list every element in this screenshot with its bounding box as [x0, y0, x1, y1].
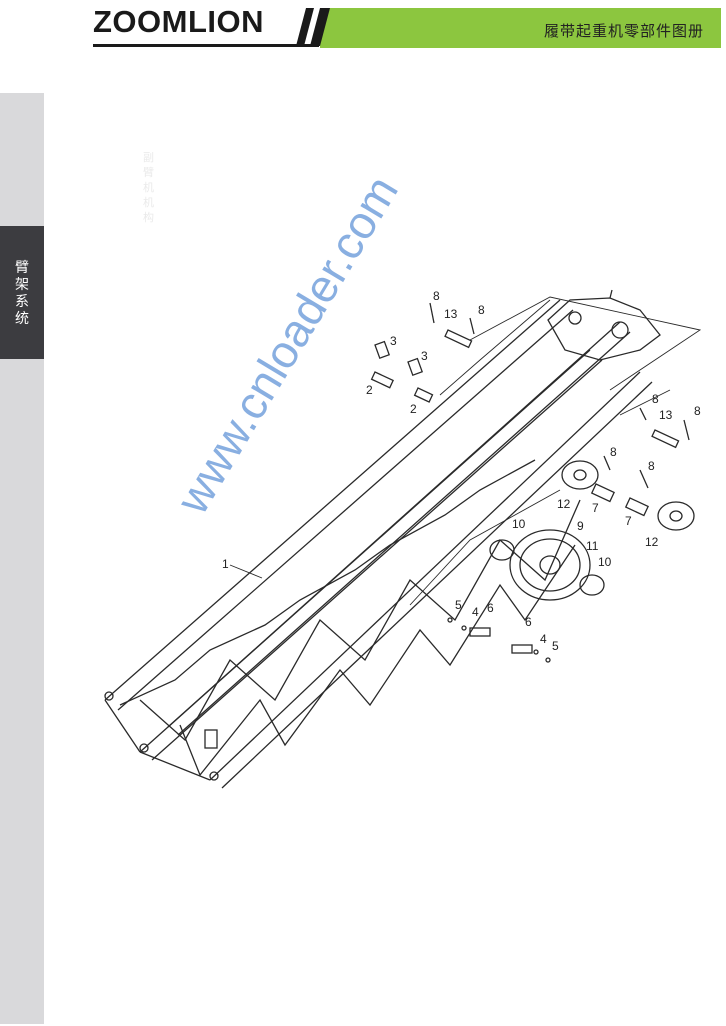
callout-3b: 3: [421, 349, 428, 363]
callout-8d: 8: [694, 404, 701, 418]
callout-8b: 8: [478, 303, 485, 317]
leader-lines: [229, 296, 702, 606]
sidebar-tab-3[interactable]: [0, 359, 44, 494]
logo-slashes: [296, 8, 330, 46]
callout-3a: 3: [390, 334, 397, 348]
callout-1: 1: [222, 557, 229, 571]
callout-2b: 2: [410, 402, 417, 416]
callout-10a: 10: [512, 517, 526, 531]
section-sidebar: 臂 架 系 统: [0, 93, 44, 1026]
page-header: ZOOMLION 履带起重机零部件图册: [0, 0, 726, 60]
callout-13a: 13: [444, 307, 458, 321]
header-green-band: [320, 8, 721, 48]
sidebar-tab-5[interactable]: [0, 625, 44, 760]
callout-4a: 4: [472, 605, 479, 619]
callout-6b: 6: [525, 615, 532, 629]
callout-7a: 7: [592, 501, 599, 515]
pins-and-bolts: [370, 302, 690, 663]
callout-8a: 8: [433, 289, 440, 303]
sheaves: [489, 460, 695, 601]
callout-5b: 5: [552, 639, 559, 653]
zoomlion-logo: ZOOMLION: [93, 4, 265, 39]
faint-section-text: 副 臂 机 机 构: [143, 151, 154, 224]
callout-12a: 12: [557, 497, 571, 511]
boom-lattice: [104, 299, 653, 789]
callout-9: 9: [577, 519, 584, 533]
logo-underline: [93, 44, 319, 47]
sidebar-tab-4[interactable]: [0, 492, 44, 627]
sidebar-tab-1[interactable]: [0, 93, 44, 228]
sidebar-tab-7[interactable]: [0, 891, 44, 1026]
callout-6a: 6: [487, 601, 494, 615]
sidebar-tab-label: 臂 架 系 统: [15, 260, 29, 327]
callout-11: 11: [586, 539, 599, 553]
callout-8f: 8: [648, 459, 655, 473]
callout-7b: 7: [625, 514, 632, 528]
boom-head: [547, 289, 661, 361]
callout-13b: 13: [659, 408, 673, 422]
callout-10b: 10: [598, 555, 612, 569]
callout-2a: 2: [366, 383, 373, 397]
catalog-title: 履带起重机零部件图册: [543, 22, 704, 40]
callout-4b: 4: [540, 632, 547, 646]
callout-8e: 8: [610, 445, 617, 459]
callout-8c: 8: [652, 392, 659, 406]
sidebar-tab-boom-system[interactable]: 臂 架 系 统: [0, 226, 44, 361]
callout-12b: 12: [645, 535, 659, 549]
callout-5a: 5: [455, 598, 462, 612]
